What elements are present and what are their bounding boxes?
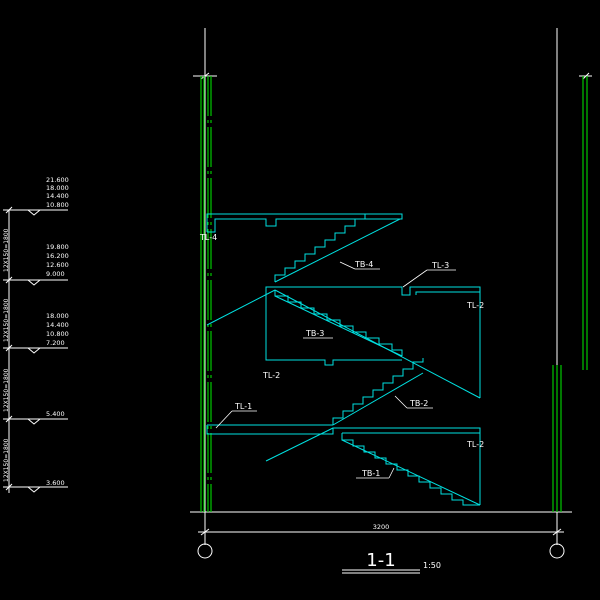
label-tl1: TL-1 (234, 402, 252, 411)
label-tl4: TL-4 (199, 233, 217, 242)
elevation-label: 3.600 (46, 479, 65, 487)
label-tl2-upper-right: TL-2 (466, 301, 484, 310)
elevation-label: 9.000 (46, 270, 65, 278)
elevation-label: 7.200 (46, 339, 65, 347)
stair-flight-tb3 (274, 290, 403, 356)
leader-lines (215, 261, 456, 479)
grid-bubble-right (549, 543, 565, 559)
elevation-label: 19.800 (46, 243, 69, 251)
elevation-label: 14.400 (46, 192, 69, 200)
vertical-dim-label: 12X150=1800 (3, 368, 10, 412)
label-tb2: TB-2 (409, 399, 428, 408)
vertical-dim-label: 12X150=1800 (3, 228, 10, 272)
span-dimension: 3200 (373, 523, 390, 531)
elevation-labels: 21.600 18.000 14.400 10.800 19.800 16.20… (46, 176, 69, 487)
grid-bubbles (197, 543, 565, 559)
drawing-scale: 1:50 (423, 561, 441, 570)
vertical-dim-label: 12X150=1800 (3, 298, 10, 342)
elevation-label: 18.000 (46, 312, 69, 320)
elevation-label: 5.400 (46, 410, 65, 418)
stair-flight-tb2 (332, 358, 424, 425)
vertical-dimension-labels: 12X150=1800 12X150=1800 12X150=1800 12X1… (3, 228, 10, 482)
label-tb3: TB-3 (305, 329, 324, 338)
axis-lines (190, 28, 592, 545)
member-labels: TL-4 TB-4 TL-3 TL-2 TB-3 TL-2 TL-1 TB-2 … (199, 233, 484, 478)
elevation-label: 21.600 (46, 176, 69, 184)
stair-flight-tb1 (341, 433, 480, 506)
elevation-label: 18.000 (46, 184, 69, 192)
elevation-label: 10.800 (46, 330, 69, 338)
drawing-title: 1-1 (366, 550, 395, 571)
walls (200, 76, 588, 512)
grid-bubble-left (197, 543, 213, 559)
stair-structure (206, 213, 481, 506)
drawing-title-block: 1-1 1:50 (342, 550, 441, 574)
stair-flight-tb4 (274, 214, 366, 282)
elevation-label: 10.800 (46, 201, 69, 209)
label-tb4: TB-4 (354, 260, 373, 269)
label-tl3: TL-3 (431, 261, 449, 270)
elevation-label: 12.600 (46, 261, 69, 269)
elevation-label: 16.200 (46, 252, 69, 260)
vertical-dim-label: 12X150=1800 (3, 438, 10, 482)
label-tl2-lower-right: TL-2 (466, 440, 484, 449)
elevation-label: 14.400 (46, 321, 69, 329)
elevation-table (3, 206, 68, 493)
label-tl2-left: TL-2 (262, 371, 280, 380)
label-tb1: TB-1 (361, 469, 380, 478)
